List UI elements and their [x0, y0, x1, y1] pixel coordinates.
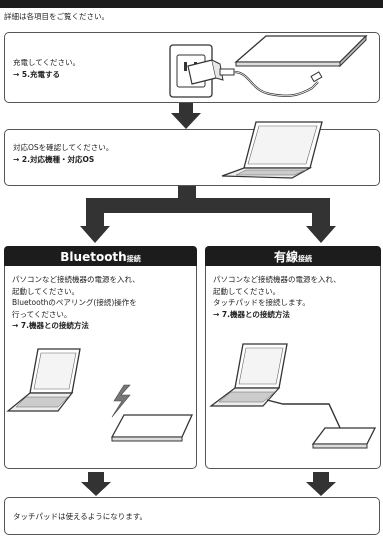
final-step-box: タッチパッドは使えるようになります。: [4, 497, 380, 535]
intro-text: 詳細は各項目をご覧ください。: [4, 12, 109, 21]
bluetooth-title-suffix: 接続: [126, 255, 141, 263]
bluetooth-header: Bluetooth接続: [4, 246, 197, 266]
wired-title-suffix: 接続: [298, 255, 312, 263]
os-step-box: 対応OSを確認してください。 → 2.対応機種・対応OS: [4, 129, 380, 186]
laptop-icon: [6, 348, 81, 412]
charge-link[interactable]: → 5.充電する: [13, 69, 60, 79]
flow-arrow-down-1: [171, 103, 201, 129]
bluetooth-title: Bluetooth: [60, 250, 127, 264]
os-step-text: 対応OSを確認してください。 → 2.対応機種・対応OS: [13, 142, 113, 165]
bluetooth-line-2: 起動してください。: [12, 286, 80, 296]
flow-arrow-down-left: [81, 472, 111, 496]
charge-instruction: 充電してください。: [13, 58, 81, 67]
os-instruction: 対応OSを確認してください。: [13, 143, 114, 152]
bluetooth-line-3: Bluetoothのペアリング(接続)操作を: [12, 298, 137, 307]
wired-link[interactable]: → 7.機器との接続方法: [213, 309, 290, 319]
wired-line-2: 起動してください。: [213, 286, 281, 296]
charge-step-text: 充電してください。 → 5.充電する: [13, 57, 80, 80]
laptop-icon: [209, 343, 288, 407]
final-text: タッチパッドは使えるようになります。: [13, 512, 148, 521]
touchpad-icon: [110, 414, 194, 442]
wired-step-text: パソコンなど接続機器の電源を入れ、 起動してください。 タッチパッドを接続します…: [213, 274, 341, 320]
charging-cable: [233, 70, 319, 97]
touchpad-icon: [234, 34, 368, 68]
flow-branch-arrows: [80, 186, 336, 243]
charging-illustration: [169, 34, 368, 98]
top-bar: [0, 0, 383, 8]
wired-header: 有線接続: [205, 246, 381, 266]
wired-title: 有線: [273, 250, 298, 264]
touchpad-icon: [311, 427, 377, 449]
bluetooth-link[interactable]: → 7.機器との接続方法: [12, 321, 89, 330]
wireless-signal-icon: [111, 384, 131, 418]
flow-arrow-down-right: [306, 472, 336, 496]
usb-cable: [266, 399, 342, 431]
bluetooth-line-4: 行ってください。: [12, 309, 72, 319]
usb-adapter-icon: [187, 59, 235, 85]
os-link[interactable]: → 2.対応機種・対応OS: [13, 154, 95, 164]
bluetooth-illustration: [6, 348, 194, 442]
bluetooth-line-1: パソコンなど接続機器の電源を入れ、: [12, 275, 140, 284]
wired-line-3: タッチパッドを接続します。: [213, 298, 310, 307]
bluetooth-step-text: パソコンなど接続機器の電源を入れ、 起動してください。 Bluetoothのペア…: [12, 274, 140, 332]
wired-line-1: パソコンなど接続機器の電源を入れ、: [213, 275, 341, 284]
wired-illustration: [209, 343, 377, 449]
laptop-icon: [221, 121, 323, 179]
